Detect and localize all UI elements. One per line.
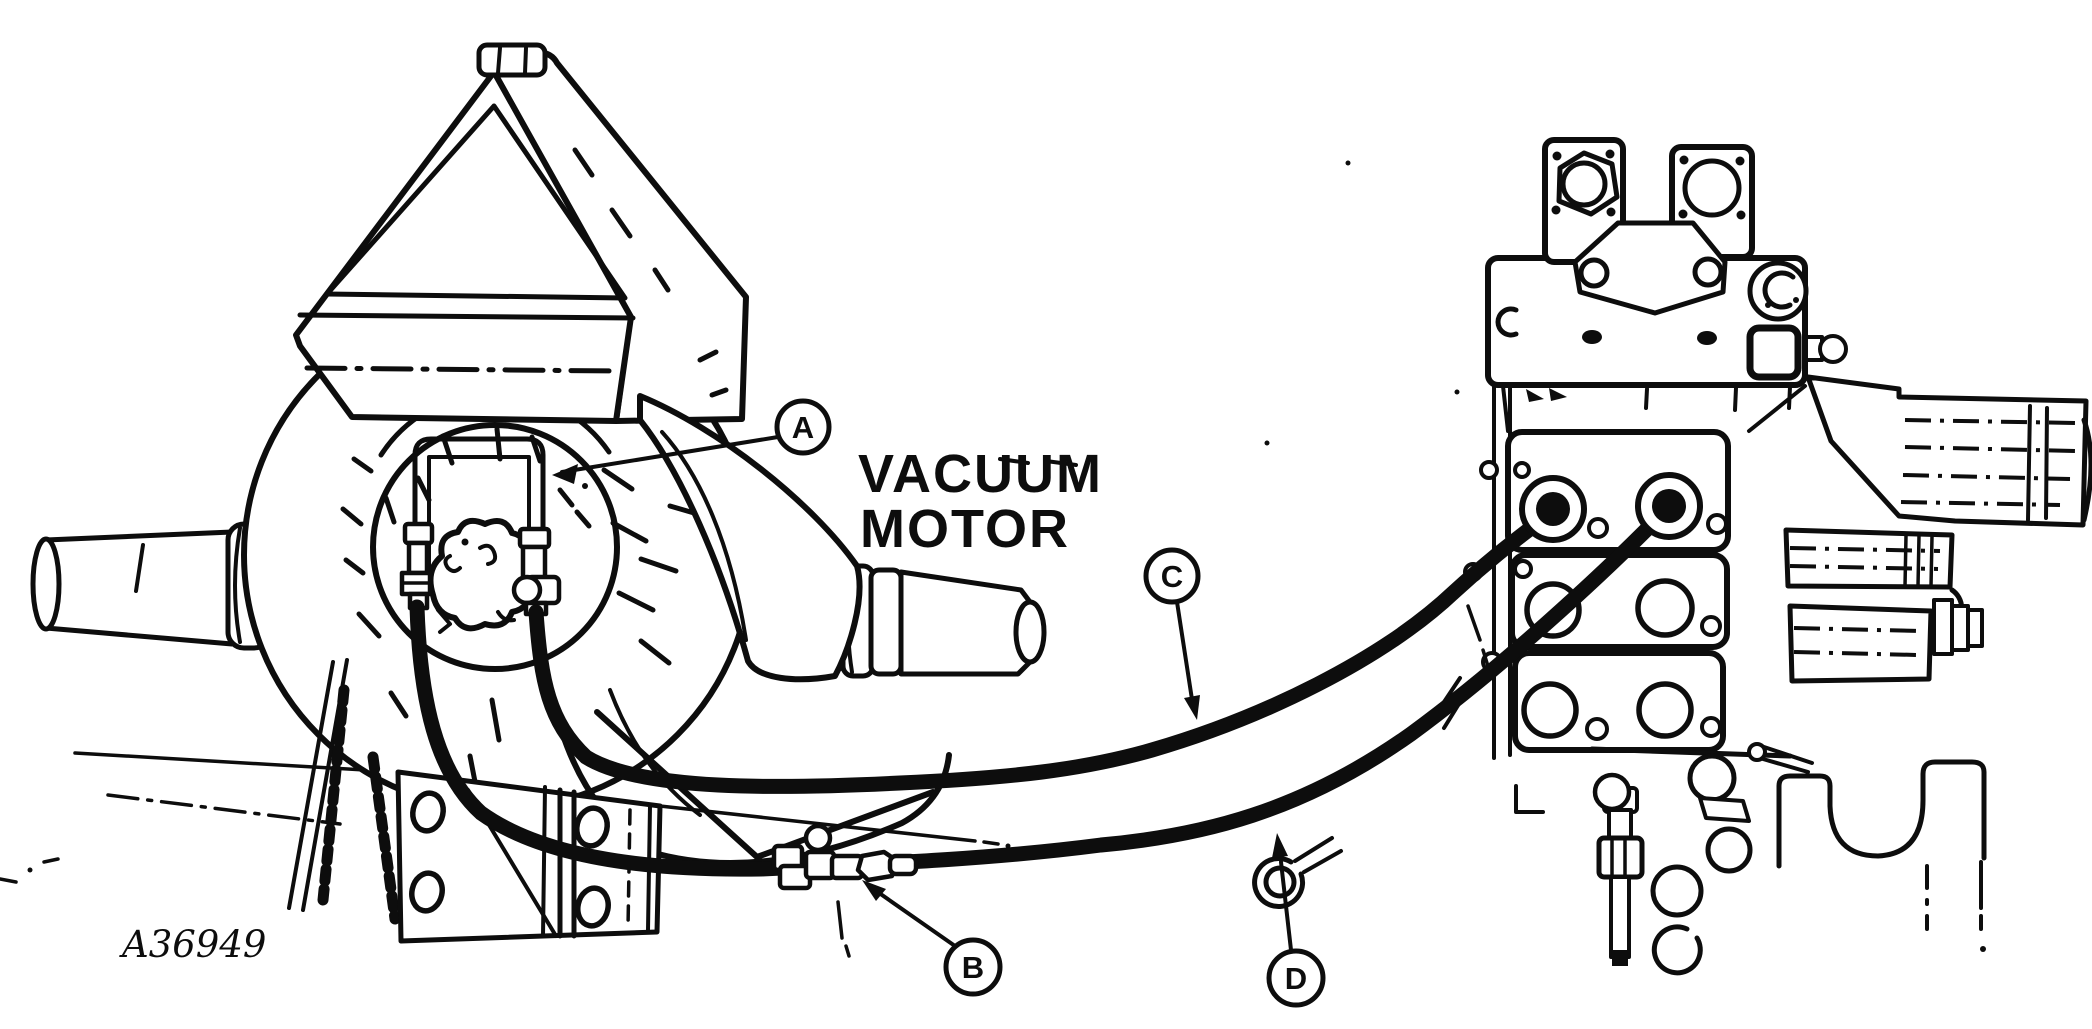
- hose-fitting-b: [771, 823, 919, 958]
- callout-d-balloon: [1266, 948, 1326, 1008]
- figure-number: A36949: [119, 923, 266, 966]
- hose-c: [528, 505, 1557, 794]
- control-valve-assembly: [1430, 137, 2092, 976]
- callout-d-letter: D: [1285, 961, 1307, 996]
- stray-marks: [998, 160, 1460, 467]
- triangle-sign: [293, 42, 749, 424]
- lobe-bracket: [1252, 836, 1343, 909]
- motor-hose-fittings: [399, 521, 562, 617]
- callout-b-balloon: [943, 937, 1003, 997]
- triangle-inner-border: [324, 103, 628, 301]
- callout-c-letter: C: [1161, 559, 1183, 594]
- drain-rod: [1609, 875, 1631, 959]
- gusset-plate: [1572, 220, 1728, 316]
- support-wing: [637, 393, 863, 683]
- drain-coupler: [1596, 835, 1645, 880]
- callout-b-letter: B: [962, 950, 984, 985]
- square-cutout: [1746, 324, 1802, 381]
- valve-spool-sections: [1783, 374, 2092, 684]
- valve-ports: [1519, 472, 1703, 543]
- callout-a-letter: A: [792, 410, 814, 445]
- triangle-slab-ticks: [572, 147, 729, 398]
- motor-bracket: [412, 436, 546, 582]
- vacuum-motor-label-line2: MOTOR: [860, 499, 1070, 559]
- mounting-plate: [395, 769, 663, 944]
- valve-lower-hardware: [1514, 742, 1987, 976]
- hose-d: [409, 508, 1668, 877]
- callout-c-balloon: [1143, 547, 1201, 605]
- callout-c: C: [1143, 547, 1201, 720]
- u-hook-plate: [1776, 759, 1987, 869]
- valve-top-bracket: [1485, 137, 1848, 388]
- drive-chain: [287, 658, 401, 925]
- callout-d: D: [1266, 833, 1326, 1008]
- callout-a-balloon: [774, 398, 832, 456]
- callout-b: B: [862, 880, 1003, 997]
- callout-a: A: [552, 398, 832, 484]
- triangle-mounting-tab: [476, 42, 548, 78]
- vacuum-motor-label-line1: VACUUM: [858, 444, 1103, 504]
- valve-body-top: [1501, 384, 1807, 433]
